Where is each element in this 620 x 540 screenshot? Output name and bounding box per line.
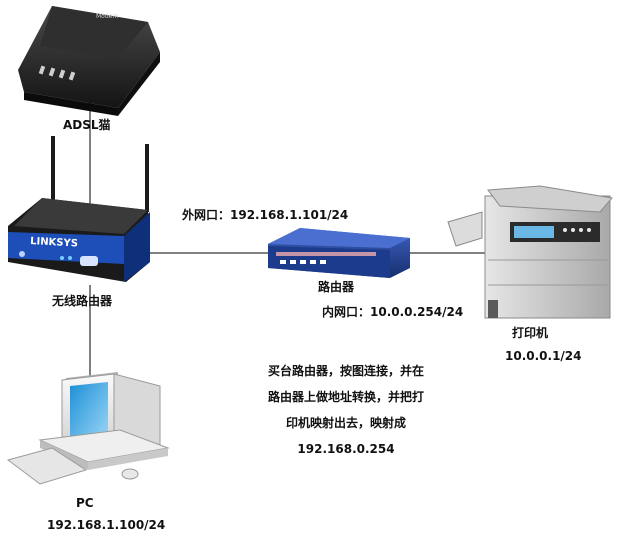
note-line: 192.168.0.254: [297, 442, 395, 456]
note-line: 买台路由器，按图连接，并在: [267, 364, 424, 378]
svg-text:Modem: Modem: [96, 13, 118, 20]
printer-label: 打印机: [512, 326, 549, 340]
wireless-router-label: 无线路由器: [52, 294, 113, 308]
pc-label: PC: [76, 496, 94, 510]
wan-port-label: 外网口：192.168.1.101/24: [182, 208, 349, 222]
printer-ip-label: 10.0.0.1/24: [505, 349, 582, 363]
note-text: 买台路由器，按图连接，并在 路由器上做地址转换，并把打 印机映射出去，映射成 1…: [246, 358, 446, 462]
router-label: 路由器: [318, 280, 355, 294]
lan-port-label: 内网口：10.0.0.254/24: [322, 305, 464, 319]
wireless-router-icon: LINKSYS: [8, 136, 150, 282]
router-icon: [268, 228, 410, 278]
modem-label: ADSL猫: [63, 118, 111, 132]
note-line: 印机映射出去，映射成: [285, 416, 406, 430]
pc-ip-label: 192.168.1.100/24: [47, 518, 166, 532]
adsl-modem-icon: Modem: [18, 6, 160, 116]
printer-icon: [447, 185, 613, 319]
note-line: 路由器上做地址转换，并把打: [267, 390, 424, 404]
linksys-brand: LINKSYS: [30, 236, 78, 249]
pc-icon: [6, 372, 170, 485]
